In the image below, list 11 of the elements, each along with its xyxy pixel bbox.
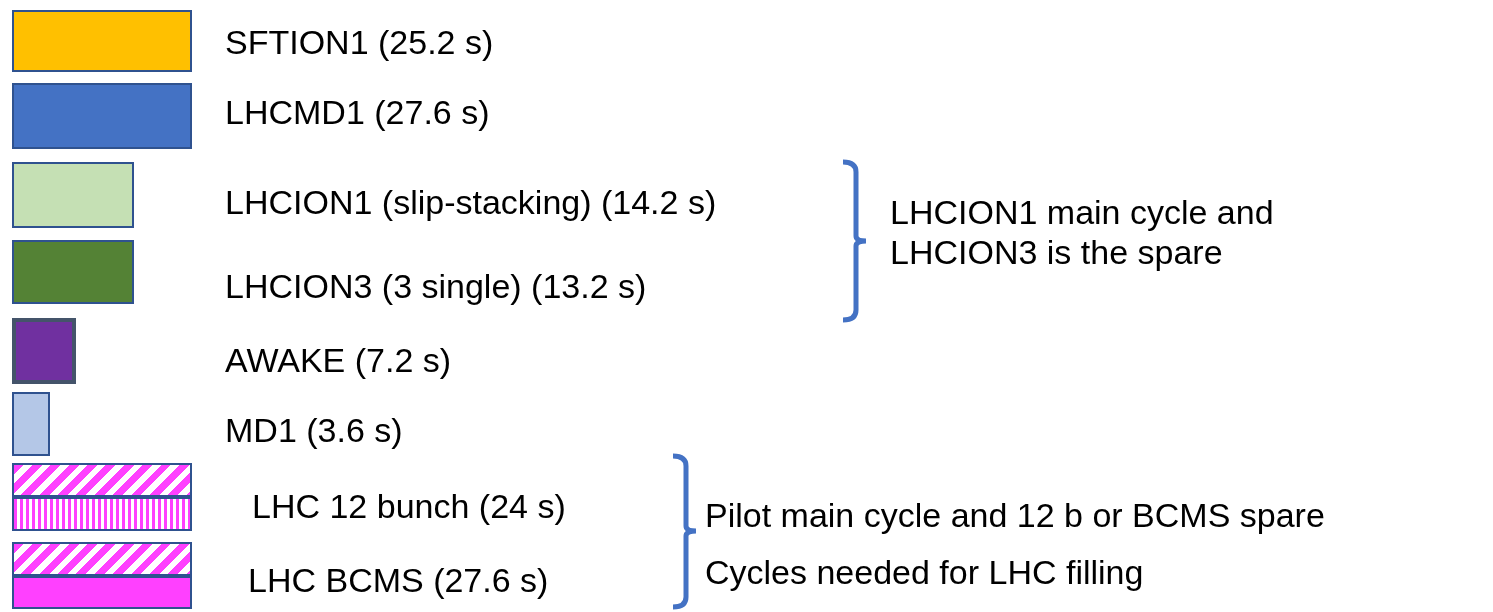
legend-text: AWAKE (7.2 s): [225, 340, 452, 380]
legend-text: MD1 (3.6 s): [225, 410, 403, 450]
note-text: LHCION1 main cycle and LHCION3 is the spare: [890, 192, 1275, 272]
legend-text: SFTION1 (25.2 s): [225, 22, 494, 62]
note-text: Pilot main cycle and 12 b or BCMS spare: [705, 495, 1325, 535]
legend-text: LHCION3 (3 single) (13.2 s): [225, 266, 647, 306]
legend-text: LHCION1 (slip-stacking) (14.2 s): [225, 182, 717, 222]
legend-text: LHCMD1 (27.6 s): [225, 92, 490, 132]
note-text: Cycles needed for LHC filling: [705, 552, 1144, 592]
legend-text: LHC BCMS (27.6 s): [248, 560, 549, 600]
legend-text: LHC 12 bunch (24 s): [252, 486, 566, 526]
